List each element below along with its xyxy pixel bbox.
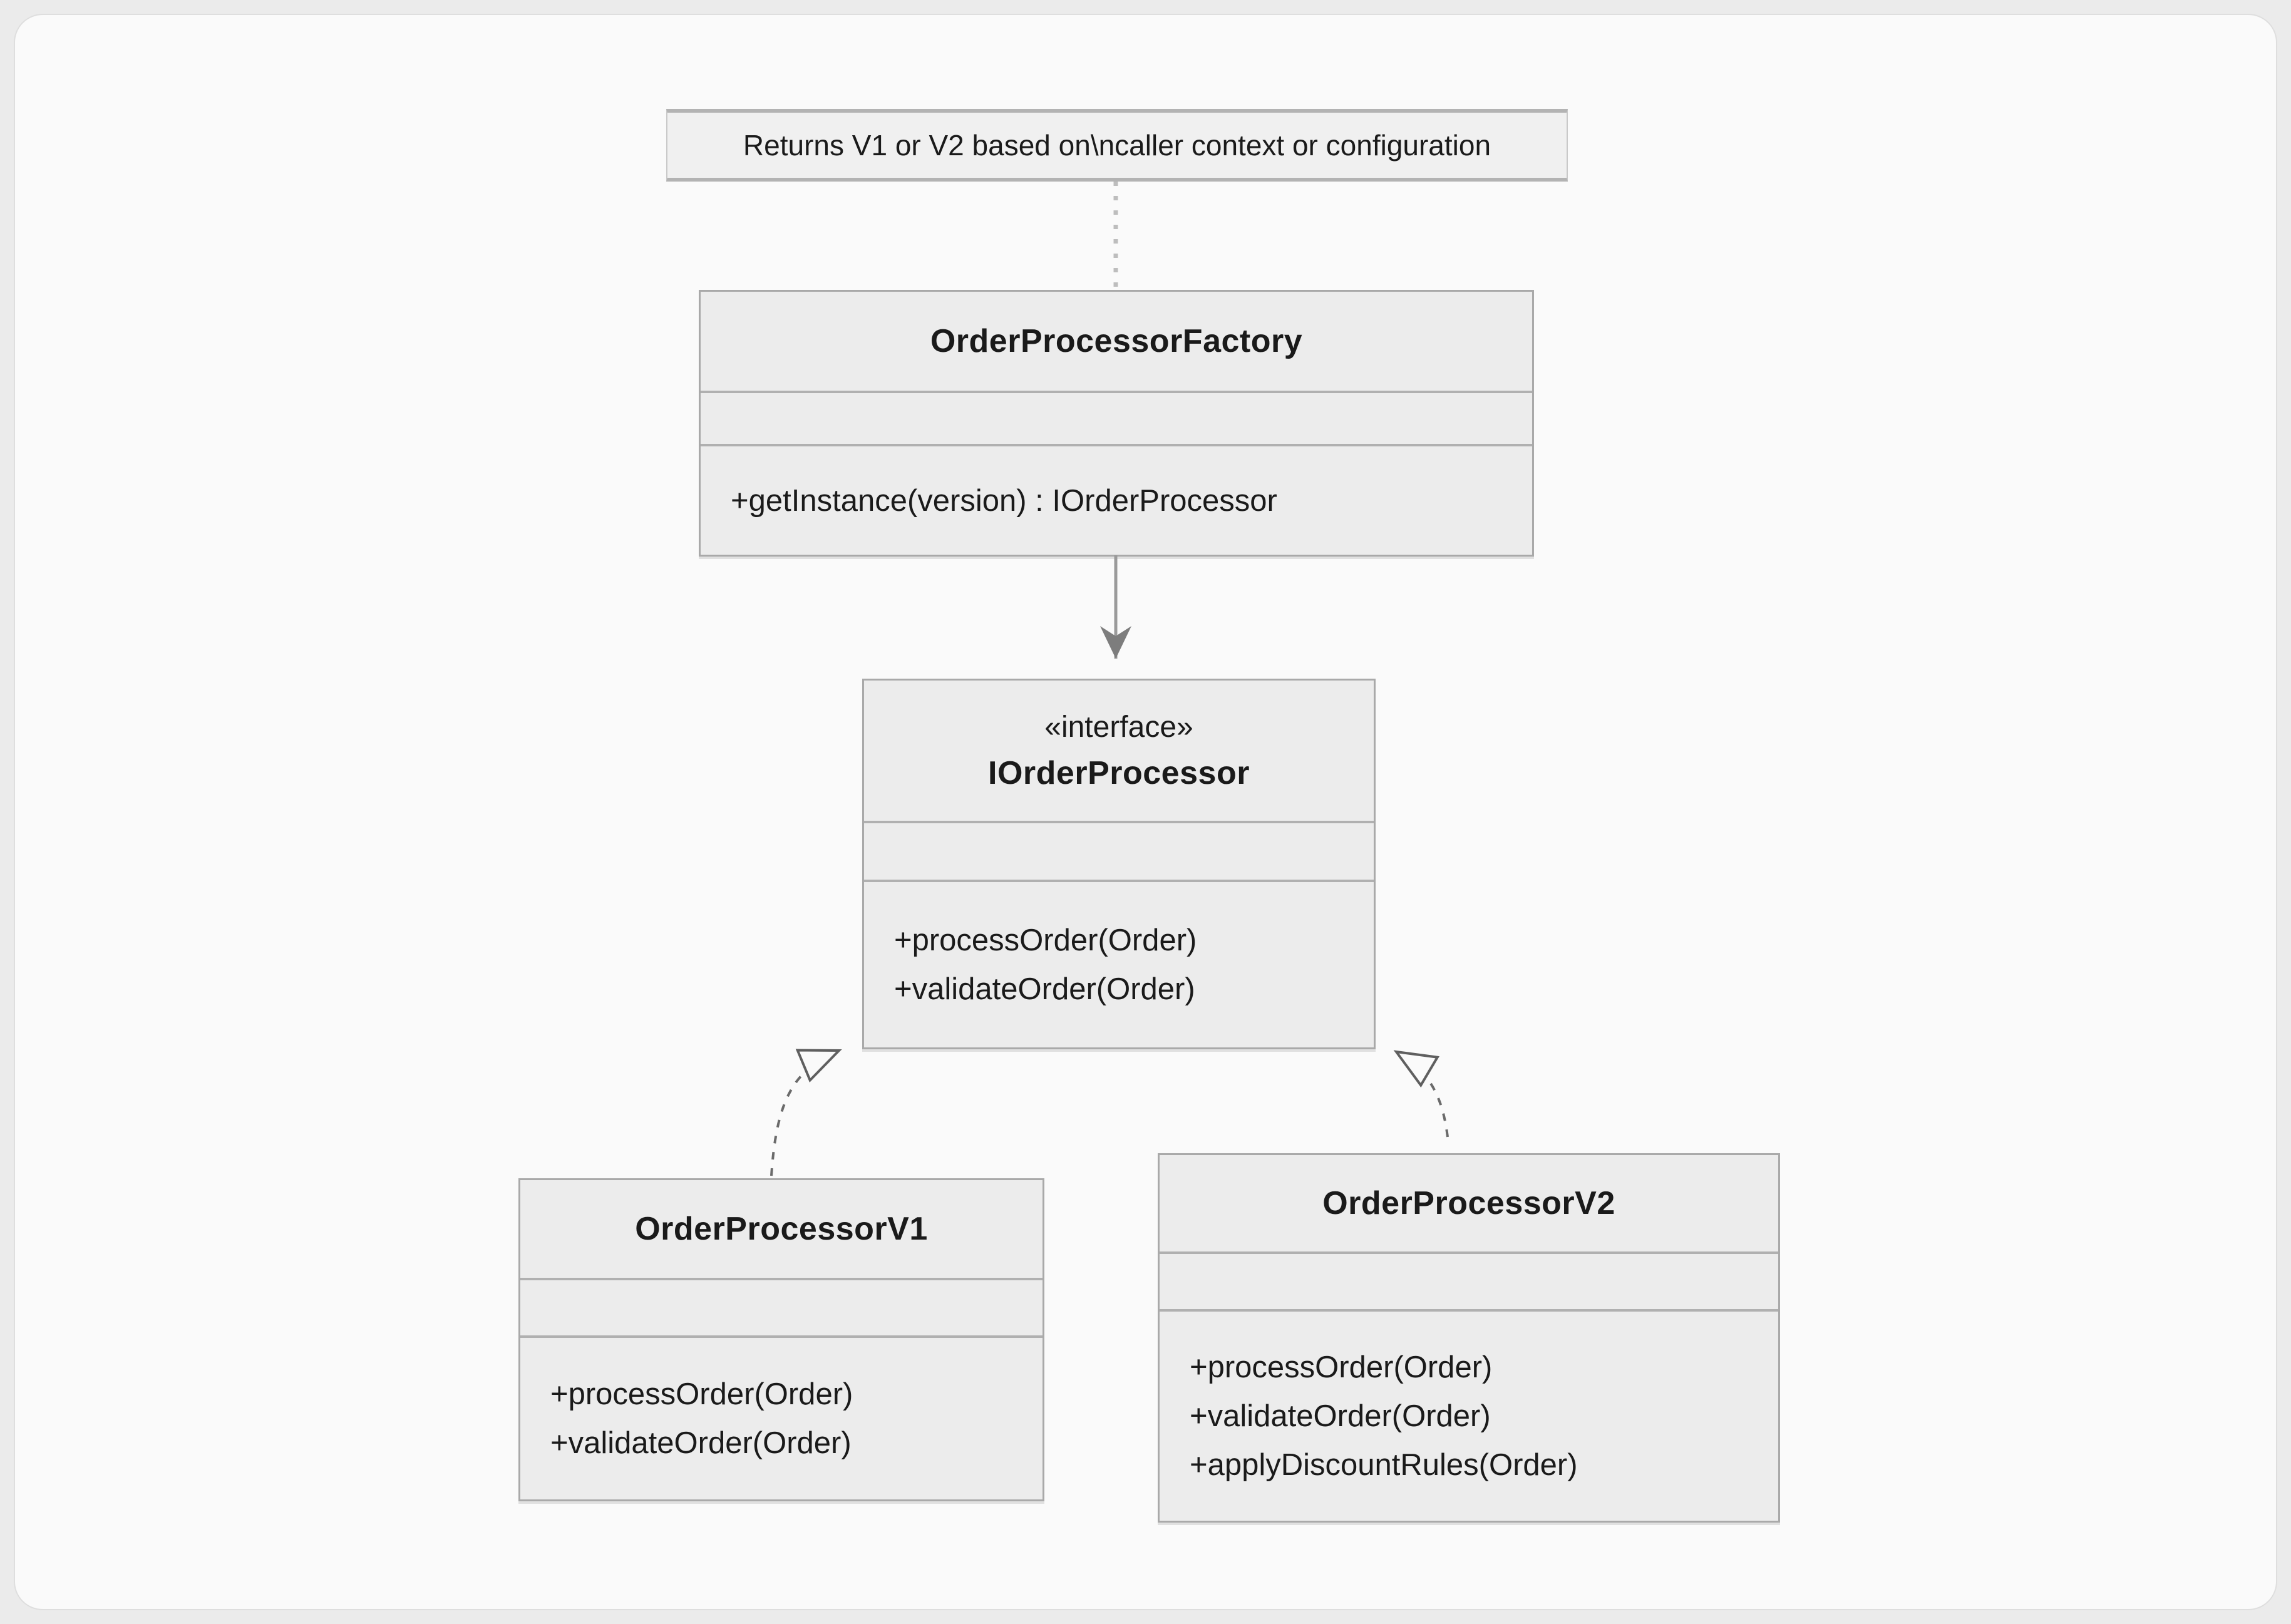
- methods-compartment: +getInstance(version) : IOrderProcessor: [701, 446, 1532, 555]
- methods-compartment: +processOrder(Order) +validateOrder(Orde…: [864, 882, 1374, 1047]
- class-orderprocessorfactory: OrderProcessorFactory +getInstance(versi…: [699, 290, 1534, 557]
- class-title: OrderProcessorFactory: [930, 323, 1303, 359]
- method-item: +processOrder(Order): [894, 923, 1197, 957]
- class-title: IOrderProcessor: [988, 754, 1250, 791]
- class-title: OrderProcessorV2: [1322, 1185, 1615, 1221]
- attributes-compartment: [520, 1280, 1043, 1338]
- interface-stereotype: «interface»: [1044, 710, 1193, 744]
- method-item: +validateOrder(Order): [550, 1426, 852, 1460]
- class-title-compartment: «interface» IOrderProcessor: [864, 681, 1374, 823]
- class-title: OrderProcessorV1: [635, 1211, 928, 1247]
- class-orderprocessorv1: OrderProcessorV1 +processOrder(Order) +v…: [518, 1178, 1044, 1501]
- method-item: +processOrder(Order): [1190, 1350, 1493, 1384]
- attributes-compartment: [1160, 1254, 1778, 1312]
- diagram-canvas: Returns V1 or V2 based on\ncaller contex…: [14, 14, 2277, 1610]
- note-text: Returns V1 or V2 based on\ncaller contex…: [743, 129, 1491, 162]
- methods-compartment: +processOrder(Order) +validateOrder(Orde…: [1160, 1312, 1778, 1521]
- class-orderprocessorv2: OrderProcessorV2 +processOrder(Order) +v…: [1158, 1153, 1780, 1523]
- attributes-compartment: [701, 393, 1532, 446]
- class-title-compartment: OrderProcessorV2: [1160, 1155, 1778, 1254]
- methods-compartment: +processOrder(Order) +validateOrder(Orde…: [520, 1338, 1043, 1499]
- class-title-compartment: OrderProcessorFactory: [701, 292, 1532, 393]
- method-item: +validateOrder(Order): [894, 972, 1195, 1006]
- method-item: +validateOrder(Order): [1190, 1399, 1491, 1433]
- class-iorderprocessor: «interface» IOrderProcessor +processOrde…: [862, 679, 1376, 1049]
- method-item: +processOrder(Order): [550, 1377, 853, 1411]
- class-title-compartment: OrderProcessorV1: [520, 1180, 1043, 1280]
- method-item: +applyDiscountRules(Order): [1190, 1448, 1578, 1482]
- method-item: +getInstance(version) : IOrderProcessor: [731, 483, 1277, 518]
- attributes-compartment: [864, 823, 1374, 882]
- note-box: Returns V1 or V2 based on\ncaller contex…: [666, 109, 1568, 182]
